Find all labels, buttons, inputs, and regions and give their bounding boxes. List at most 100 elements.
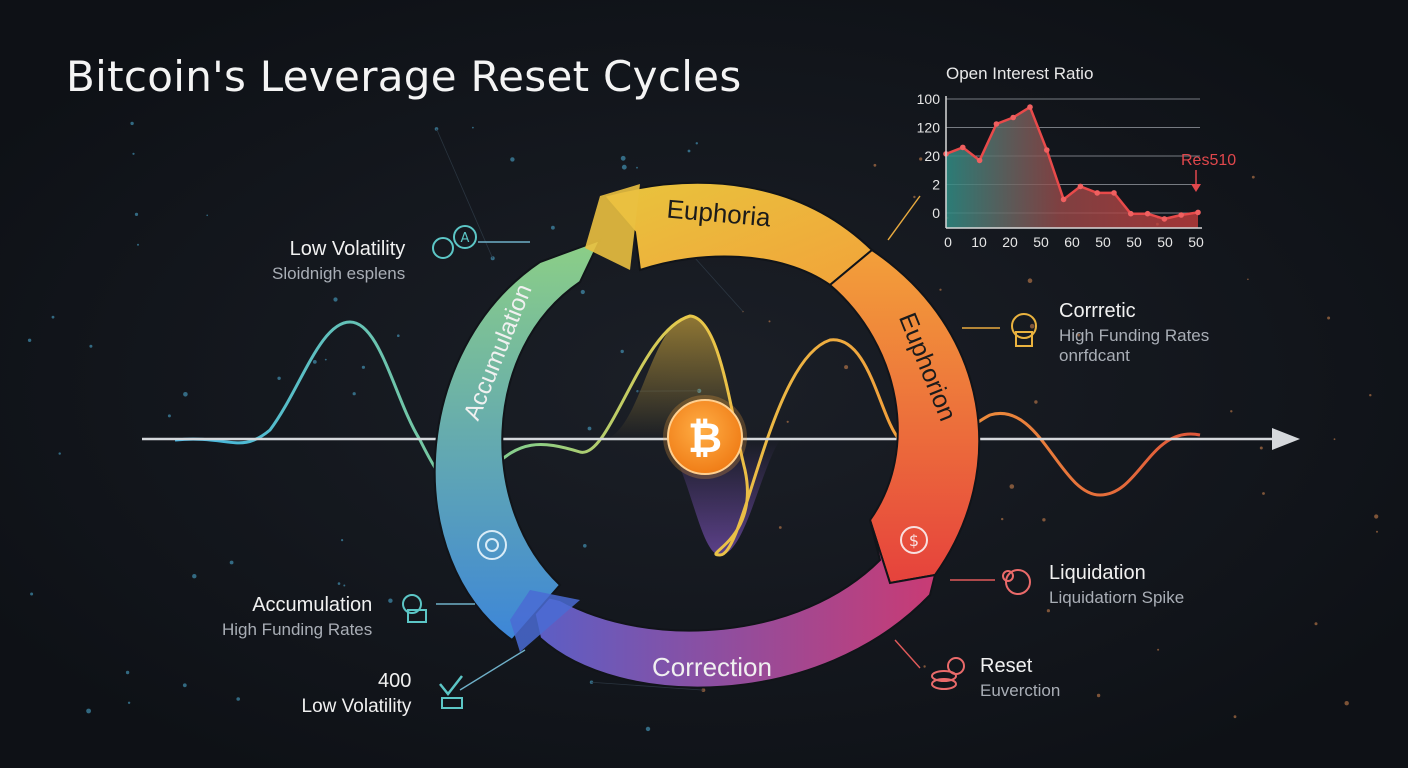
network-dot — [580, 289, 585, 295]
network-dot — [1077, 333, 1081, 337]
network-dot — [1374, 514, 1379, 519]
callout-corretic-sub: High Funding Rates — [1059, 326, 1210, 345]
network-dot — [923, 665, 926, 668]
network-dot — [236, 697, 240, 701]
cycle-label-correction: Correction — [652, 652, 772, 682]
network-dot — [167, 414, 171, 418]
network-dot — [768, 320, 771, 323]
cycle-arrowhead-top — [585, 184, 640, 270]
callout-reset-title: Reset — [980, 655, 1033, 677]
network-dot — [636, 166, 638, 169]
oi-x-tick-label: 20 — [1002, 234, 1018, 250]
callout-corretic: Corrretic High Funding Rates onrfdcant — [1059, 300, 1209, 366]
network-dot — [939, 288, 942, 291]
network-dot — [89, 344, 93, 348]
liquidation-icon — [1002, 569, 1031, 595]
callout-lines — [436, 241, 530, 691]
oi-x-tick-label: 50 — [1126, 234, 1142, 250]
network-dot — [333, 297, 338, 302]
callout-accumulation: Accumulation High Funding Rates — [222, 594, 372, 640]
network-dot — [130, 121, 134, 126]
callout-reset: Reset Euverction — [980, 655, 1060, 701]
network-dot — [1369, 394, 1372, 397]
network-dot — [127, 701, 131, 704]
network-dot — [587, 426, 592, 431]
oi-x-tick-label: 10 — [971, 234, 987, 250]
network-dot — [1046, 609, 1050, 613]
network-dot — [1344, 701, 1349, 706]
network-dot — [1314, 622, 1318, 626]
oi-point — [960, 144, 966, 151]
callout-liquidation: Liquidation Liquidatiorn Spike — [1049, 562, 1184, 608]
network-dot — [27, 338, 32, 342]
callout-low-volatility-bottom: 400 Low Volatility — [298, 670, 412, 718]
network-dot — [1230, 410, 1233, 413]
callout-accumulation-sub: High Funding Rates — [222, 620, 373, 639]
network-dot — [51, 315, 55, 319]
oi-chart-title: Open Interest Ratio — [946, 64, 1094, 83]
network-dot — [510, 157, 515, 162]
alert-badge-icon: A — [453, 225, 477, 249]
cycle-arrowhead-bottom — [510, 590, 580, 652]
network-dot — [1251, 175, 1255, 179]
svg-text:$: $ — [909, 531, 919, 550]
callout-corretic-title: Corrretic — [1059, 300, 1136, 322]
network-dot — [58, 452, 61, 455]
oi-y-tick-label: 0 — [932, 205, 940, 221]
network-dot — [206, 214, 208, 217]
network-dot — [1042, 518, 1046, 522]
network-dot — [620, 349, 624, 354]
oi-point — [1027, 104, 1033, 110]
network-dot — [137, 243, 139, 246]
callout-accumulation-title: Accumulation — [252, 594, 373, 616]
accumulation-icon — [402, 594, 427, 623]
network-dot — [1327, 316, 1331, 320]
network-dot — [873, 163, 877, 167]
callout-corretic-sub2: onrfdcant — [1059, 346, 1130, 365]
network-dot — [337, 582, 341, 585]
callout-liquidation-sub: Liquidatiorn Spike — [1049, 588, 1185, 607]
oi-x-tick-label: 50 — [1188, 234, 1204, 250]
network-dot — [183, 392, 188, 397]
network-dot — [551, 225, 555, 230]
network-dot — [778, 526, 782, 529]
network-dot — [1333, 438, 1336, 441]
network-dot — [1376, 530, 1378, 533]
corretic-icon — [1011, 313, 1037, 347]
oi-point — [1128, 210, 1134, 217]
network-dot — [583, 544, 587, 548]
network-dot — [277, 376, 281, 380]
callout-reset-sub: Euverction — [980, 681, 1061, 700]
oi-area — [946, 107, 1198, 228]
oi-annotation-arrowhead — [1191, 184, 1201, 192]
callout-low-volatility-top-title: Low Volatility — [289, 238, 406, 260]
bitcoin-icon: ₿ — [663, 395, 747, 479]
chart-badge-icon — [432, 237, 454, 259]
network-dot — [397, 334, 400, 338]
callout-line-chart — [887, 195, 921, 241]
network-dot — [1034, 400, 1038, 404]
page-title: Bitcoin's Leverage Reset Cycles — [66, 52, 742, 101]
oi-x-tick-label: 50 — [1095, 234, 1111, 250]
callout-low-volatility-bottom-title: 400 — [378, 670, 412, 692]
check-chart-icon — [439, 675, 463, 709]
network-dot — [472, 126, 474, 129]
oi-annotation: Res510 — [1181, 152, 1236, 169]
oi-point — [1144, 210, 1151, 217]
oi-point — [993, 121, 1000, 127]
oi-x-tick-label: 60 — [1064, 234, 1080, 250]
network-dot — [1001, 517, 1004, 521]
network-dot — [343, 584, 346, 587]
network-dot — [1027, 278, 1033, 284]
network-dot — [620, 155, 626, 161]
oi-x-tick-label: 50 — [1033, 234, 1049, 250]
oi-line — [945, 105, 1199, 221]
network-dot — [352, 392, 356, 396]
network-dot — [1247, 278, 1249, 281]
network-link — [693, 256, 744, 312]
oi-point — [1178, 212, 1184, 218]
oi-point — [1111, 190, 1117, 196]
